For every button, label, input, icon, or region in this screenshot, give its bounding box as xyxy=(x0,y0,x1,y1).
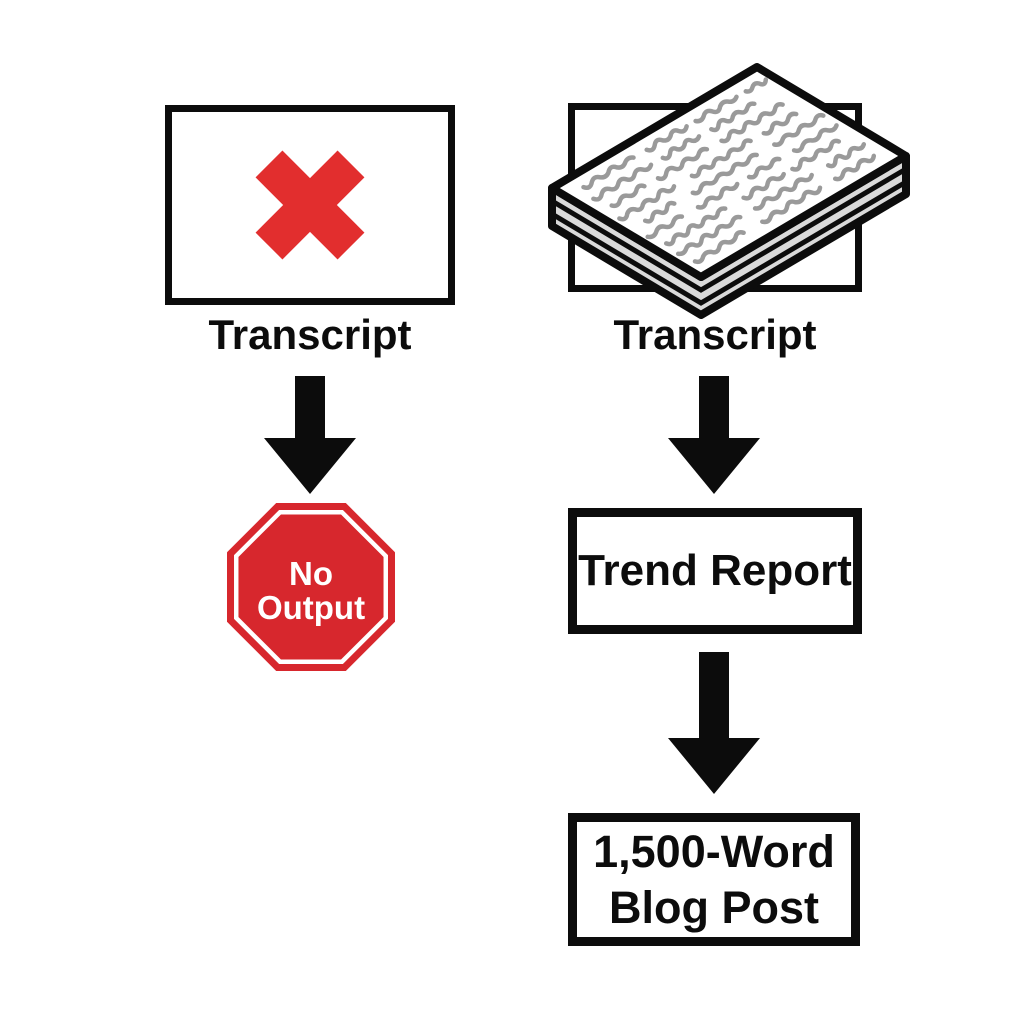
squiggle-stroke xyxy=(591,162,654,202)
paper-sheet-separator xyxy=(550,166,908,293)
stop-sign-inner-ring xyxy=(234,510,388,664)
empty-transcript-box xyxy=(165,105,455,305)
squiggle-stroke xyxy=(693,94,739,124)
squiggle-stroke xyxy=(581,155,636,190)
squiggle-stroke xyxy=(609,183,647,209)
trend-report-node: Trend Report xyxy=(568,508,862,634)
stop-sign-octagon xyxy=(227,503,395,671)
squiggle-stroke xyxy=(675,214,743,257)
squiggle-stroke xyxy=(695,181,740,210)
squiggle-stroke xyxy=(791,123,839,154)
trend-report-label: Trend Report xyxy=(578,546,852,595)
right-transcript-label: Transcript xyxy=(613,311,817,358)
squiggle-stroke xyxy=(689,138,753,179)
squiggle-stroke xyxy=(825,142,867,169)
squiggle-lines xyxy=(581,77,877,265)
down-arrow-icon xyxy=(264,376,356,494)
left-transcript-label: Transcript xyxy=(208,311,412,358)
down-arrow-icon xyxy=(668,376,760,494)
squiggle-stroke xyxy=(772,112,826,147)
squiggle-stroke xyxy=(655,146,710,182)
squiggle-stroke xyxy=(692,230,746,265)
paper-stack-icon xyxy=(548,63,910,319)
squiggle-stroke xyxy=(719,101,785,144)
squiggle-stroke xyxy=(642,200,677,224)
squiggle-stroke xyxy=(663,206,728,247)
squiggle-stroke xyxy=(832,153,877,182)
squiggle-stroke xyxy=(709,101,757,133)
no-output-label-line1: No xyxy=(289,555,333,592)
red-x-icon xyxy=(255,150,365,260)
squiggle-stroke xyxy=(617,184,677,222)
squiggle-stroke xyxy=(660,134,702,161)
down-arrow-icon xyxy=(668,652,760,794)
squiggle-stroke xyxy=(743,77,769,94)
red-x-icon-shape xyxy=(255,150,365,260)
squiggle-stroke xyxy=(645,214,685,240)
squiggle-stroke xyxy=(644,124,689,153)
blog-post-label-line2: Blog Post xyxy=(609,881,819,933)
no-output-label-line2: Output xyxy=(257,589,365,626)
squiggle-stroke xyxy=(746,156,782,180)
squiggle-stroke xyxy=(760,185,823,225)
squiggle-stroke xyxy=(761,111,799,136)
paper-sheet-separator xyxy=(550,179,908,306)
blog-post-node: 1,500-Word Blog Post xyxy=(568,813,860,946)
no-output-stop-sign: No Output xyxy=(227,503,395,671)
squiggle-stroke xyxy=(790,138,842,172)
squiggle-stroke xyxy=(752,172,814,211)
blog-post-label-line1: 1,500-Word xyxy=(593,825,835,877)
squiggle-stroke xyxy=(690,152,759,196)
squiggle-stroke xyxy=(741,171,786,201)
